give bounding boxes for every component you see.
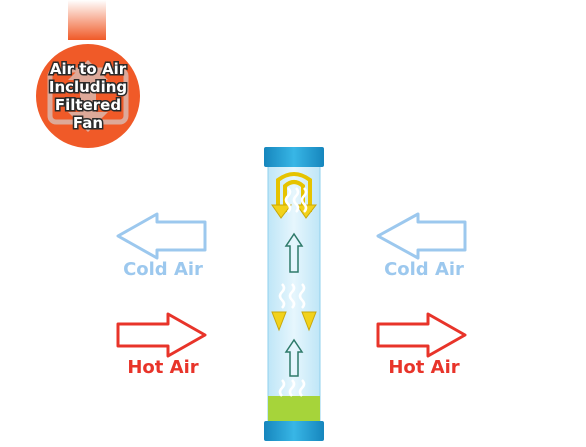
hot-arrow-right-icon-left	[116, 312, 207, 358]
up-arrows	[284, 232, 304, 377]
airflow-squiggles	[278, 187, 308, 397]
badge-line-1: Air to Air	[50, 60, 127, 78]
tube-cap-bottom	[264, 421, 324, 441]
badge-line-3: Filtered	[55, 96, 121, 114]
cold-arrow-left-icon	[116, 212, 207, 260]
cold-air-label-right: Cold Air	[384, 259, 464, 280]
hot-air-label-right: Hot Air	[388, 357, 459, 378]
yellow-flow-arrows	[271, 172, 318, 332]
badge-line-2: Including	[49, 78, 127, 96]
hot-air-label-left: Hot Air	[127, 357, 198, 378]
fan-icon	[47, 60, 129, 132]
badge: Air to Air Including Filtered Fan	[36, 0, 140, 148]
tube-base	[268, 396, 320, 422]
hot-arrow-right-icon	[376, 312, 467, 358]
heat-exchanger-tube-icon	[264, 147, 324, 441]
cold-arrow-left-icon-right	[376, 212, 467, 260]
tube-cap-top	[264, 147, 324, 167]
badge-line-4: Fan	[73, 114, 103, 132]
badge-stem	[68, 0, 106, 40]
cold-air-label-left: Cold Air	[123, 259, 203, 280]
